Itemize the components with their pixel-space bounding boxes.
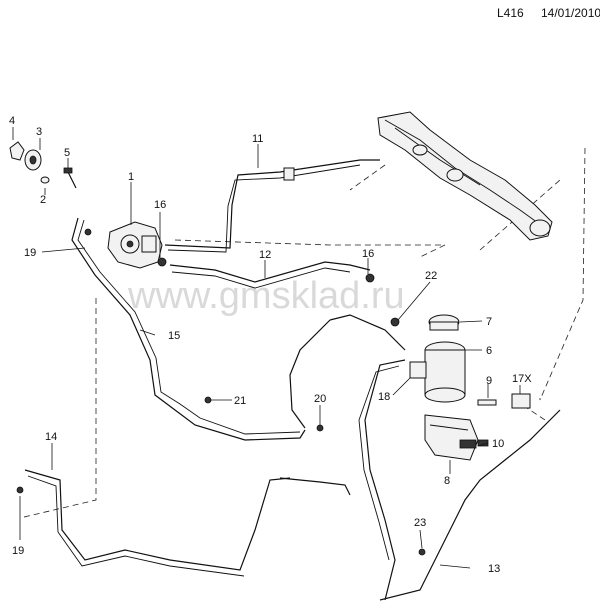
callout-labels: 4 3 5 2 1 16 11 12 16 22 7 6 9 17X 10 8 … bbox=[9, 115, 532, 575]
callout-16-pipe: 16 bbox=[362, 248, 374, 260]
callout-4: 4 bbox=[9, 115, 15, 127]
callout-10: 10 bbox=[492, 438, 504, 450]
clamp-19b bbox=[16, 486, 24, 494]
callout-1: 1 bbox=[128, 171, 134, 183]
pump-pulley-and-fasteners bbox=[9, 141, 77, 189]
diagram-date: 14/01/2010 bbox=[541, 6, 600, 20]
callout-3: 3 bbox=[36, 126, 42, 138]
callout-6: 6 bbox=[486, 345, 492, 357]
callout-20: 20 bbox=[314, 393, 326, 405]
reservoir-bracket bbox=[424, 414, 479, 461]
seal-17x bbox=[511, 393, 531, 409]
callout-8: 8 bbox=[444, 475, 450, 487]
callout-23: 23 bbox=[414, 517, 426, 529]
callout-11: 11 bbox=[252, 133, 263, 145]
callout-14: 14 bbox=[45, 431, 57, 443]
steering-gear-assembly bbox=[377, 111, 553, 241]
callout-leader-lines bbox=[12, 127, 521, 569]
bottom-pipe-14 bbox=[24, 469, 291, 571]
fluid-reservoir bbox=[409, 314, 466, 403]
bolt-23 bbox=[418, 548, 426, 556]
callout-22: 22 bbox=[425, 270, 437, 282]
return-pipe-12 bbox=[169, 261, 371, 283]
callout-2: 2 bbox=[40, 194, 46, 206]
callout-13: 13 bbox=[488, 563, 500, 575]
callout-12: 12 bbox=[259, 249, 271, 261]
callout-18: 18 bbox=[378, 391, 390, 403]
callout-7: 7 bbox=[486, 316, 492, 328]
clamp-22 bbox=[390, 317, 400, 327]
callout-15: 15 bbox=[168, 330, 180, 342]
clip-10 bbox=[477, 439, 489, 447]
diagram-ref: L416 bbox=[497, 6, 524, 20]
callout-9: 9 bbox=[486, 375, 492, 387]
cooler-line bbox=[279, 319, 351, 496]
clamp-19a bbox=[84, 228, 92, 236]
callout-19-bottom: 19 bbox=[12, 545, 24, 557]
clamp-16a bbox=[157, 257, 167, 267]
callout-16-pump: 16 bbox=[154, 199, 166, 211]
watermark: www.gmsklad.ru bbox=[127, 275, 405, 317]
callout-19-top: 19 bbox=[24, 247, 36, 259]
callout-5: 5 bbox=[64, 147, 70, 159]
bolt-20 bbox=[316, 424, 324, 432]
callout-21: 21 bbox=[234, 395, 246, 407]
callout-17x: 17X bbox=[512, 373, 532, 385]
clip-9 bbox=[477, 399, 497, 406]
pressure-pipe-11 bbox=[164, 159, 380, 249]
hose-13 bbox=[364, 359, 561, 601]
clamp-16b bbox=[365, 273, 375, 283]
hose-15 bbox=[71, 217, 306, 441]
power-steering-pump bbox=[107, 221, 163, 269]
